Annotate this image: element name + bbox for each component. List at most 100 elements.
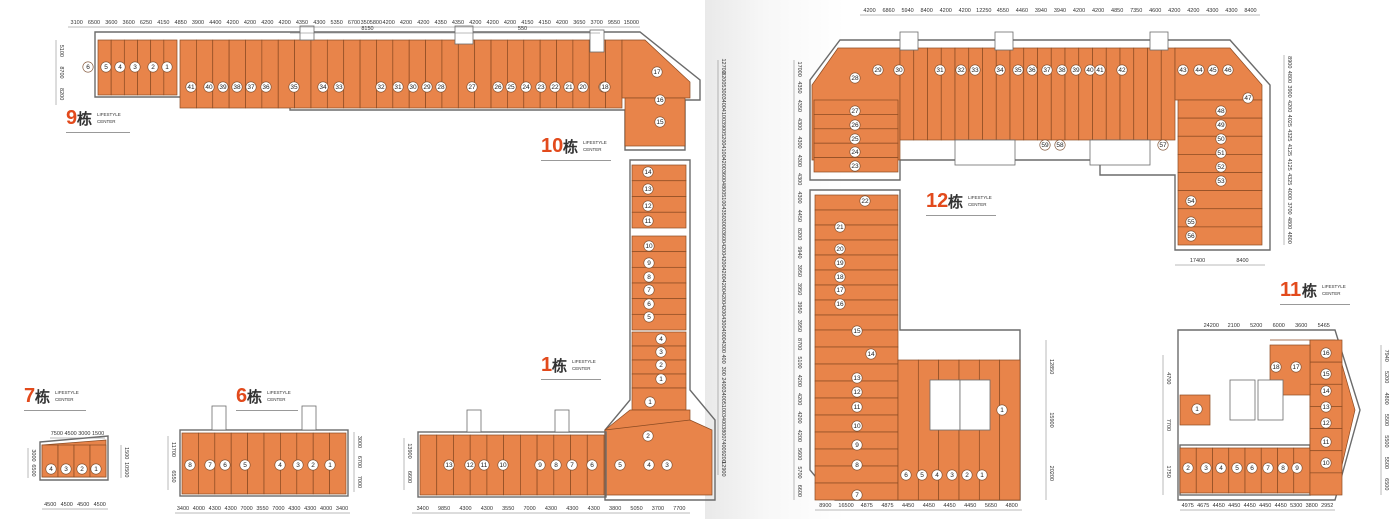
unit-number-circle bbox=[851, 439, 863, 451]
dimension-label: 4500 bbox=[61, 502, 73, 508]
building-1-unit bbox=[419, 434, 438, 496]
unit-number-circle bbox=[333, 81, 345, 93]
building-10-outline bbox=[604, 159, 716, 501]
building-10-unit bbox=[631, 266, 687, 284]
unit-number-circle bbox=[1207, 64, 1219, 76]
building-9-unit bbox=[474, 39, 492, 109]
unit-number-badge: 1 bbox=[996, 404, 1008, 416]
dimension-label: 6500 bbox=[88, 20, 100, 26]
unit-number-badge: 12 bbox=[851, 386, 863, 398]
unit-number-text: 18 bbox=[601, 84, 609, 91]
unit-number-text: 54 bbox=[1187, 198, 1195, 205]
dimension-label: 8200 bbox=[796, 228, 802, 240]
unit-number-badge: 8 bbox=[643, 271, 655, 283]
dimension-label: 4800 bbox=[1286, 232, 1292, 244]
unit-number-text: 32 bbox=[957, 67, 965, 74]
dimension-label: 7700 bbox=[1165, 419, 1171, 431]
unit-number-circle bbox=[1056, 64, 1068, 76]
unit-number-text: 4 bbox=[118, 64, 122, 71]
unit-number-badge: 35 bbox=[288, 81, 300, 93]
unit-number-badge: 12 bbox=[464, 459, 476, 471]
dimension-label: 4200 bbox=[720, 280, 726, 292]
unit-number-badge: 57 bbox=[1157, 139, 1169, 151]
dimension-label: 8700 bbox=[58, 66, 64, 78]
dimension-label: 3100 bbox=[71, 20, 83, 26]
dimension-label: 4200 bbox=[279, 20, 291, 26]
unit-number-badge: 27 bbox=[849, 105, 861, 117]
dimension-label: 4350 bbox=[796, 81, 802, 93]
unit-number-text: 35 bbox=[290, 84, 298, 91]
unit-number-text: 23 bbox=[851, 163, 859, 170]
unit-number-badge: 2 bbox=[642, 430, 654, 442]
unit-number-circle bbox=[129, 61, 141, 73]
unit-number-circle bbox=[1116, 64, 1128, 76]
unit-number-badge: 16 bbox=[834, 298, 846, 310]
dimension-label: 4200 bbox=[940, 8, 952, 14]
unit-number-circle bbox=[834, 298, 846, 310]
unit-number-text: 40 bbox=[205, 84, 213, 91]
unit-number-circle bbox=[859, 195, 871, 207]
dimension-label: 3600 bbox=[720, 231, 726, 243]
unit-number-badge: 6 bbox=[900, 469, 912, 481]
dimension-label: 3900 bbox=[192, 20, 204, 26]
unit-number-circle bbox=[239, 459, 251, 471]
unit-number-badge: 17 bbox=[651, 66, 663, 78]
unit-number-badge: 44 bbox=[1193, 64, 1205, 76]
unit-number-circle bbox=[1157, 139, 1169, 151]
dimension-label: 4300 bbox=[1225, 8, 1237, 14]
unit-number-badge: 46 bbox=[1222, 64, 1234, 76]
unit-number-circle bbox=[45, 463, 57, 475]
dimension-label: 5500 bbox=[1383, 435, 1389, 447]
unit-number-text: 2 bbox=[646, 433, 650, 440]
unit-number-text: 30 bbox=[895, 67, 903, 74]
unit-number-badge: 14 bbox=[1320, 385, 1332, 397]
unit-number-badge: 8 bbox=[1277, 462, 1289, 474]
unit-number-badge: 4 bbox=[643, 459, 655, 471]
building-9-unit bbox=[245, 39, 263, 109]
unit-number-text: 4 bbox=[278, 462, 282, 469]
unit-number-badge: 58 bbox=[1054, 139, 1066, 151]
dimension-label: 4500 bbox=[44, 502, 56, 508]
dimension-label: 4200 bbox=[720, 158, 726, 170]
dimension-label: 3600 bbox=[720, 170, 726, 182]
unit-number-text: 17 bbox=[653, 69, 661, 76]
building-12-unit bbox=[814, 239, 899, 256]
unit-number-circle bbox=[90, 463, 102, 475]
building-12-unit bbox=[899, 47, 915, 141]
unit-number-circle bbox=[642, 183, 654, 195]
building-9-unit bbox=[326, 39, 345, 109]
dimension-label: 8900 bbox=[1286, 56, 1292, 68]
unit-number-badge: 10 bbox=[497, 459, 509, 471]
dimension-label: 4350 bbox=[452, 20, 464, 26]
unit-number-text: 5 bbox=[647, 314, 651, 321]
building-12-core bbox=[899, 31, 919, 51]
building-number: 9 bbox=[66, 107, 78, 129]
dimension-label: 16500 bbox=[838, 503, 853, 509]
building-9-unit bbox=[212, 39, 230, 109]
unit-number-circle bbox=[642, 200, 654, 212]
unit-number-text: 8 bbox=[855, 462, 859, 469]
unit-number-circle bbox=[219, 459, 231, 471]
dimension-label: 9850 bbox=[438, 506, 450, 512]
unit-number-badge: 10 bbox=[643, 240, 655, 252]
dimension-label: 20200 bbox=[1048, 466, 1054, 481]
unit-number-circle bbox=[851, 459, 863, 471]
dimension-label: 4350 bbox=[720, 206, 726, 218]
unit-number-circle bbox=[834, 221, 846, 233]
dimension-label: 4000 bbox=[320, 506, 332, 512]
building-9-unit bbox=[507, 39, 525, 109]
building-9-unit bbox=[294, 39, 312, 109]
dimension-label: 7400 bbox=[720, 438, 726, 450]
dimension-label: 4450 bbox=[1213, 503, 1225, 509]
unit-number-text: 49 bbox=[1217, 122, 1225, 129]
unit-number-text: 7 bbox=[855, 492, 859, 499]
unit-number-badge: 48 bbox=[1215, 105, 1227, 117]
unit-number-badge: 31 bbox=[392, 81, 404, 93]
unit-number-circle bbox=[478, 459, 490, 471]
unit-number-circle bbox=[492, 81, 504, 93]
unit-number-text: 2 bbox=[1186, 465, 1190, 472]
unit-number-badge: 45 bbox=[1207, 64, 1219, 76]
unit-number-circle bbox=[834, 243, 846, 255]
unit-number-badge: 25 bbox=[849, 133, 861, 145]
